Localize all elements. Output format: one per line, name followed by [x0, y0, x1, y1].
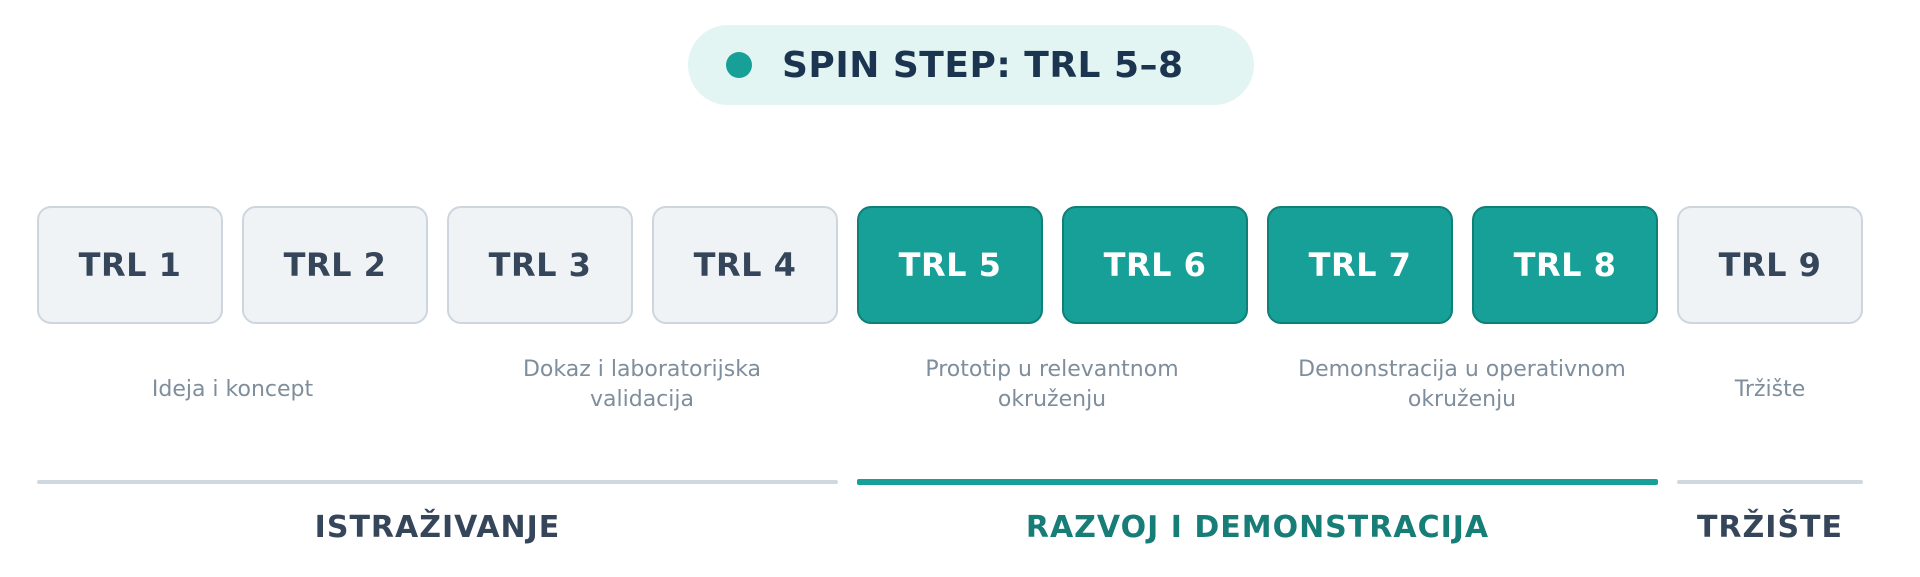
trl-box-9: TRL 9	[1677, 206, 1863, 324]
trl-box-1: TRL 1	[37, 206, 223, 324]
phase-divider-market	[1677, 480, 1863, 484]
trl-box-5: TRL 5	[857, 206, 1043, 324]
phase-label-market: TRŽIŠTE	[1696, 510, 1844, 545]
description-prototype: Prototip u relevantnom okruženju	[925, 357, 1179, 412]
highlight-badge: SPIN STEP: TRL 5–8	[688, 25, 1254, 105]
description-market: Tržište	[1734, 377, 1806, 402]
phase-divider-research	[37, 480, 838, 484]
trl-box-7: TRL 7	[1267, 206, 1453, 324]
description-lab-validation: Dokaz i laboratorijska validacija	[522, 357, 762, 412]
description-idea-concept: Ideja i koncept	[151, 377, 314, 402]
status-dot-icon	[726, 52, 752, 78]
trl-box-6: TRL 6	[1062, 206, 1248, 324]
description-demonstration: Demonstracija u operativnom okruženju	[1298, 357, 1626, 412]
phase-label-development: RAZVOJ I DEMONSTRACIJA	[1025, 510, 1490, 545]
phase-divider-development	[857, 479, 1658, 485]
badge-title: SPIN STEP: TRL 5–8	[782, 44, 1184, 86]
trl-box-4: TRL 4	[652, 206, 838, 324]
trl-box-3: TRL 3	[447, 206, 633, 324]
trl-box-8: TRL 8	[1472, 206, 1658, 324]
phase-label-research: ISTRAŽIVANJE	[314, 510, 561, 545]
trl-box-2: TRL 2	[242, 206, 428, 324]
